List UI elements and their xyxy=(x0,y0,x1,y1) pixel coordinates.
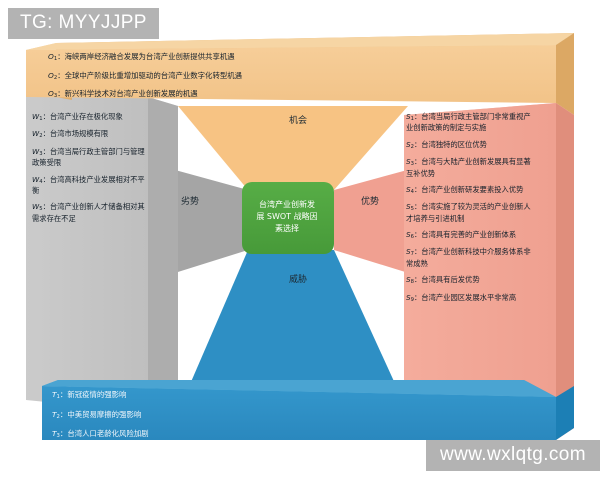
strengths-list: S1：台湾当局行政主管部门非常重视产业创新政策的制定与实施 S2：台湾独特的区位… xyxy=(406,112,532,310)
panel-opportunity-highlight xyxy=(26,33,574,50)
quadrant-label-opportunities: 机会 xyxy=(288,116,307,126)
list-item: O1：海峡两岸经济融合发展为台湾产业创新提供共享机遇 xyxy=(48,52,235,62)
list-item: W1：台湾产业存在极化现象 xyxy=(32,112,123,122)
core-box xyxy=(242,182,334,254)
list-item: S7：台湾产业创新科技中介服务体系非常成熟 xyxy=(406,247,531,268)
list-item: S2：台湾独特的区位优势 xyxy=(406,139,487,150)
panel-threat-tophighlight xyxy=(42,380,556,397)
panel-threat-face xyxy=(42,386,556,440)
list-item: O3：新兴科学技术对台湾产业创新发展的机遇 xyxy=(48,89,198,99)
list-item: S6：台湾具有完善的产业创新体系 xyxy=(406,230,517,240)
list-item: S1：台湾当局行政主管部门非常重视产业创新政策的制定与实施 xyxy=(406,112,531,133)
opportunities-list: O1：海峡两岸经济融合发展为台湾产业创新提供共享机遇 O2：全球中产阶级比重增加… xyxy=(48,52,468,108)
list-item: W3：台湾当局行政主管部门与管理政策受限 xyxy=(32,146,145,168)
watermark-top-left: TG: MYYJJPP xyxy=(8,8,159,39)
wedge-opportunity xyxy=(178,106,408,190)
list-item: W2：台湾市场规模有限 xyxy=(32,129,109,140)
panel-weakness-face xyxy=(26,97,148,412)
list-item: S9：台湾产业园区发展水平非常高 xyxy=(406,292,517,303)
list-item: S8：台湾具有后发优势 xyxy=(406,275,480,286)
quadrant-label-strengths: 优势 xyxy=(360,197,379,207)
panel-opportunity-rightcap xyxy=(556,33,574,115)
panel-threat-rightcap xyxy=(556,386,574,440)
list-item: O2：全球中产阶级比重增加驱动的台湾产业数字化转型机遇 xyxy=(48,70,243,81)
list-item: T3：台湾人口老龄化风险加剧 xyxy=(52,429,149,439)
list-item: S5：台湾实施了较为灵活的产业创新人才培养与引进机制 xyxy=(406,202,531,223)
list-item: T1：新冠疫情的强影响 xyxy=(52,390,127,400)
panel-weakness-side xyxy=(148,97,178,412)
quadrant-label-threats: 威胁 xyxy=(288,275,307,285)
list-item: W5：台湾产业创新人才储备相对其需求存在不足 xyxy=(32,202,145,223)
list-item: S3：台湾与大陆产业创新发展具有显著互补优势 xyxy=(406,157,531,178)
quadrant-label-weaknesses: 劣势 xyxy=(180,197,199,207)
weaknesses-list: W1：台湾产业存在极化现象 W2：台湾市场规模有限 W3：台湾当局行政主管部门与… xyxy=(32,112,150,230)
list-item: W4：台湾高科技产业发展相对不平衡 xyxy=(32,174,145,195)
panel-strength-face xyxy=(404,103,556,440)
watermark-bottom-right: www.wxlqtg.com xyxy=(425,440,600,471)
panel-strength-side xyxy=(556,103,574,440)
wedge-threat xyxy=(178,250,408,412)
threats-list: T1：新冠疫情的强影响 T2：中美贸易摩擦的强影响 T3：台湾人口老龄化风险加剧 xyxy=(52,390,372,449)
panel-opportunity-face xyxy=(26,45,556,103)
list-item: T2：中美贸易摩擦的强影响 xyxy=(52,409,142,420)
list-item: S4：台湾产业创新研发要素投入优势 xyxy=(406,184,524,195)
